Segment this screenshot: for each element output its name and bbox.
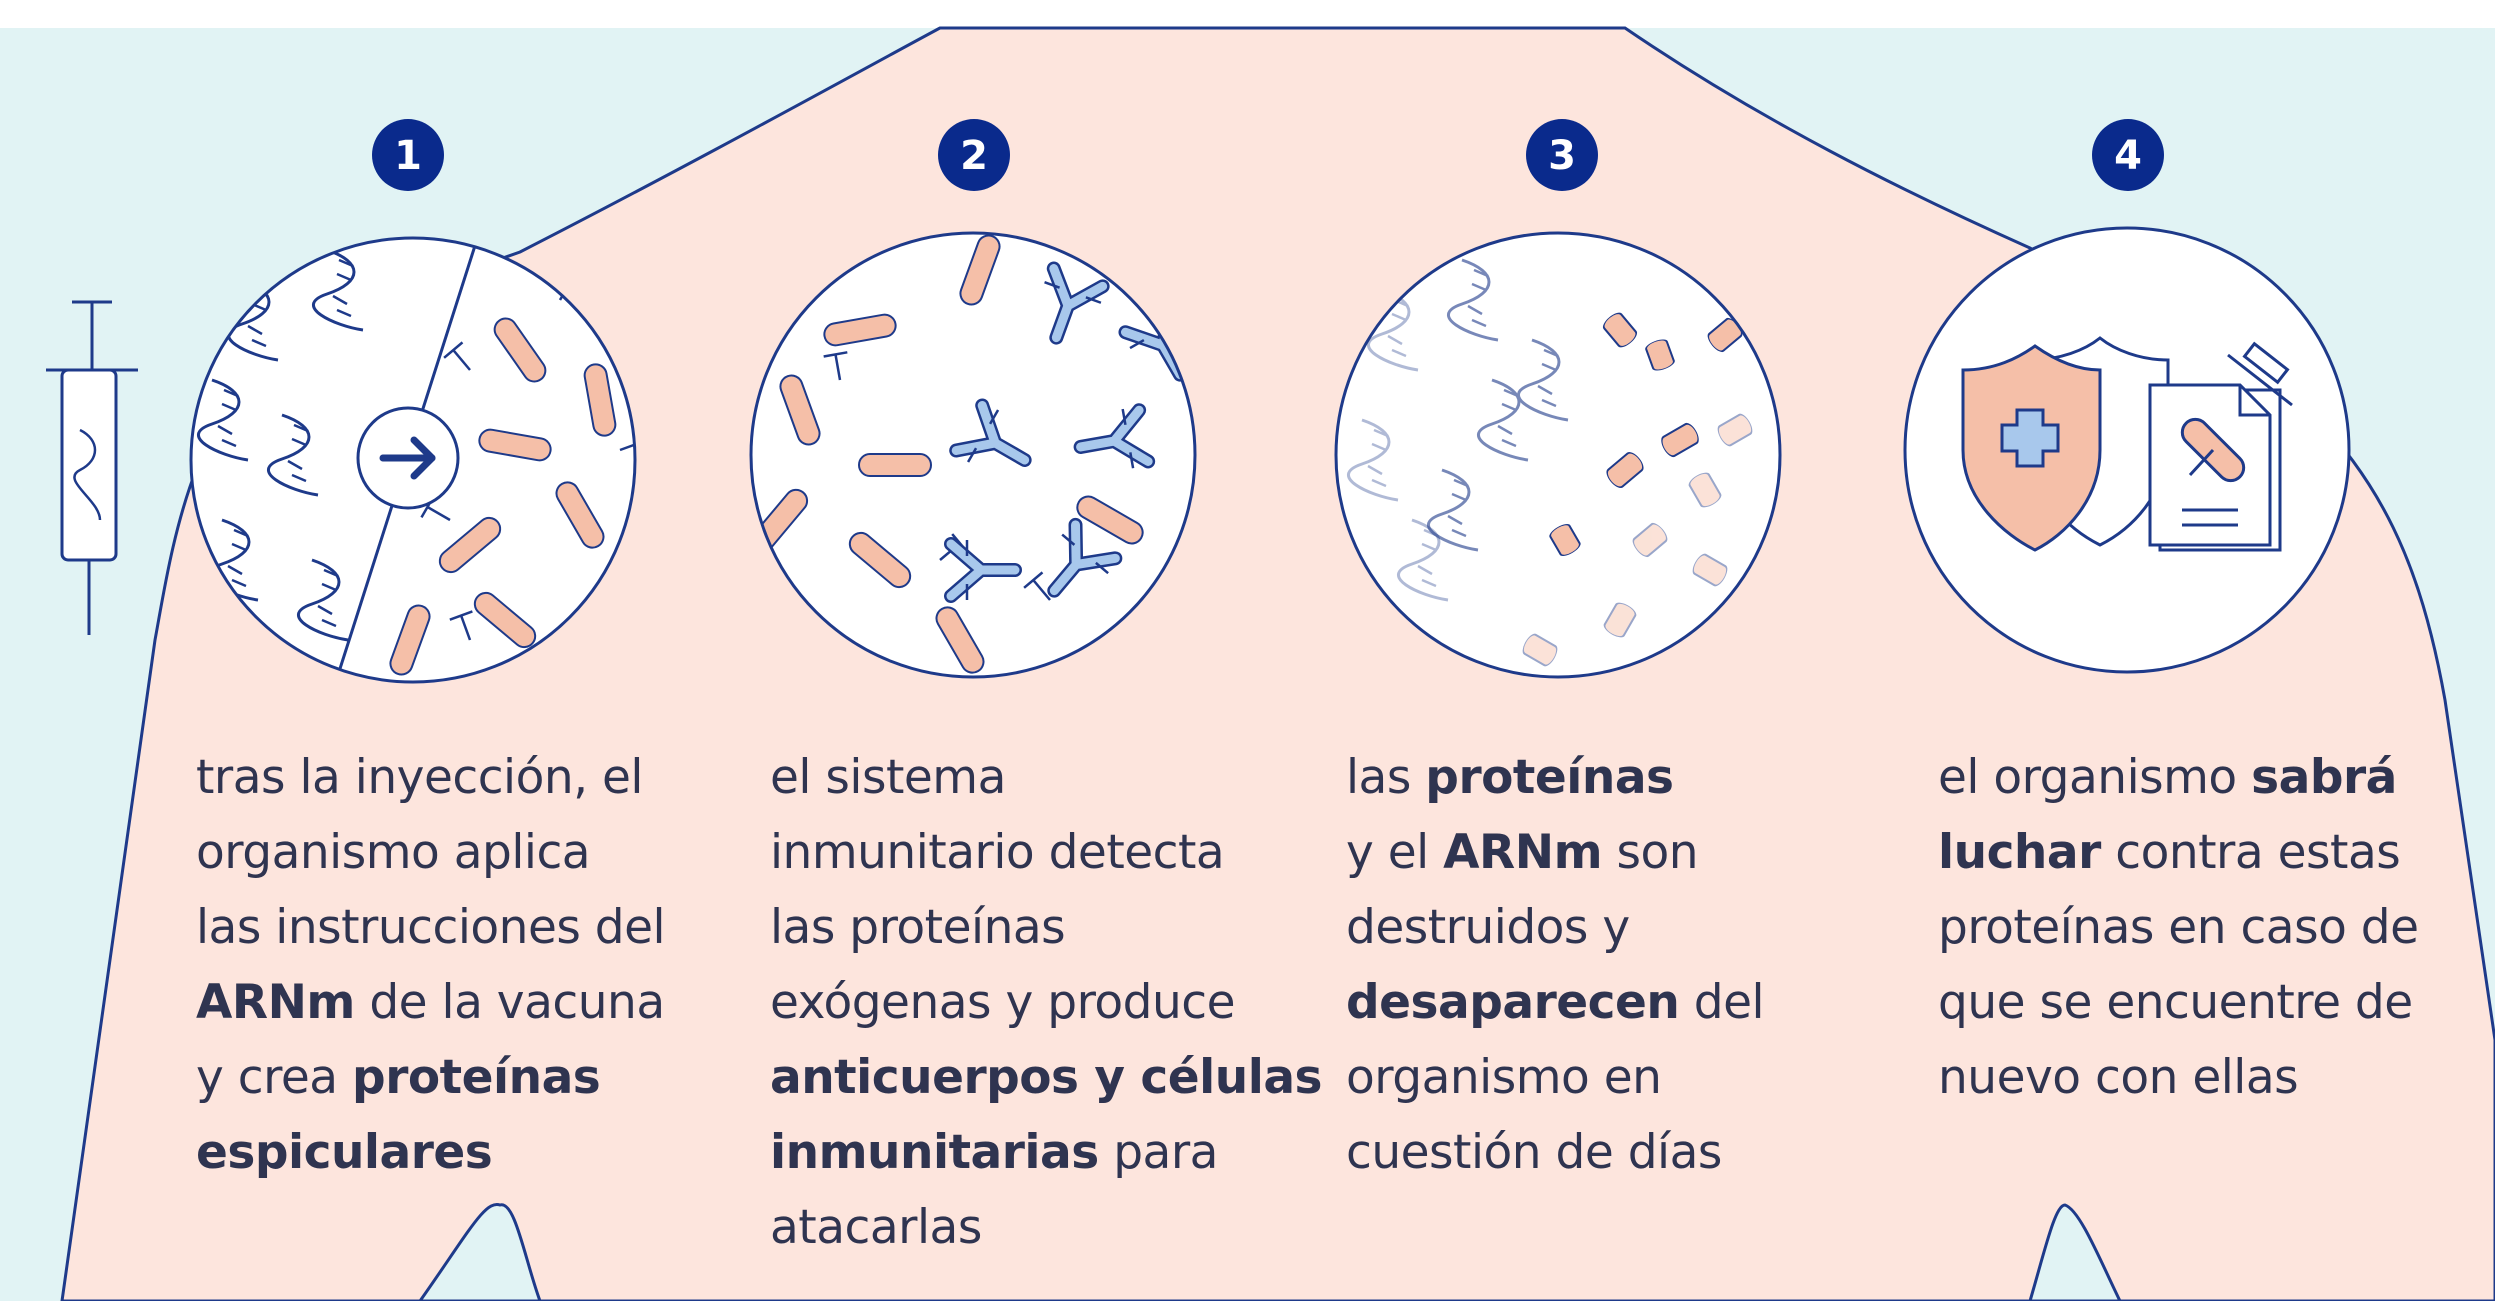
circle-step-4 <box>1903 226 2351 674</box>
shield-icon <box>1961 336 2170 552</box>
text-run: contra estas <box>2100 825 2401 880</box>
description-line: ARNm de la vacuna <box>196 965 756 1040</box>
description-line: destruidos y <box>1346 890 1906 965</box>
bold-text: sabrá <box>2251 750 2397 805</box>
description-line: el organismo sabrá <box>1938 740 2495 815</box>
svg-text:1: 1 <box>394 133 422 179</box>
step-badge-3: 3 <box>1526 119 1598 191</box>
description-line: espiculares <box>196 1115 756 1190</box>
description-line: atacarlas <box>770 1190 1330 1265</box>
description-line: inmunitario detecta <box>770 815 1330 890</box>
step-badge-1: 1 <box>372 119 444 191</box>
text-run: y el <box>1346 825 1444 880</box>
description-line: inmunitarias para <box>770 1115 1330 1190</box>
bold-text: proteínas <box>1425 750 1674 805</box>
svg-text:4: 4 <box>2114 133 2142 179</box>
description-line: proteínas en caso de <box>1938 890 2495 965</box>
text-run: las proteínas <box>770 900 1066 955</box>
text-run: son <box>1602 825 1699 880</box>
description-line: y crea proteínas <box>196 1040 756 1115</box>
bold-text: inmunitarias <box>770 1125 1099 1180</box>
svg-text:3: 3 <box>1548 133 1576 179</box>
bold-text: anticuerpos y células <box>770 1050 1323 1105</box>
text-run: proteínas en caso de <box>1938 900 2419 955</box>
bold-text: ARNm <box>1443 825 1603 880</box>
text-run: y crea <box>196 1050 353 1105</box>
text-run: el sistema <box>770 750 1006 805</box>
arm-gap-right <box>2028 1203 2122 1301</box>
text-run: nuevo con ellas <box>1938 1050 2299 1105</box>
description-line: las proteínas <box>1346 740 1906 815</box>
circle-step-3 <box>1334 231 1782 679</box>
circle-step-2 <box>749 231 1197 679</box>
circle-step-1 <box>189 236 637 684</box>
bold-text: ARNm <box>196 975 355 1030</box>
step-badge-4: 4 <box>2092 119 2164 191</box>
description-line: las instrucciones del <box>196 890 756 965</box>
bold-text: luchar <box>1938 825 2101 880</box>
arm-gap-left <box>418 1202 542 1301</box>
description-line: organismo en <box>1346 1040 1906 1115</box>
text-run: destruidos y <box>1346 900 1630 955</box>
text-run: las instrucciones del <box>196 900 666 955</box>
text-run: organismo en <box>1346 1050 1662 1105</box>
text-run: tras la inyección, el <box>196 750 644 805</box>
description-line: organismo aplica <box>196 815 756 890</box>
text-run: exógenas y produce <box>770 975 1236 1030</box>
step-badge-2: 2 <box>938 119 1010 191</box>
description-line: y el ARNm son <box>1346 815 1906 890</box>
bold-text: espiculares <box>196 1125 493 1180</box>
step-1-description: tras la inyección, el organismo aplica las… <box>196 740 756 1190</box>
arrow-right-icon <box>379 436 436 480</box>
text-run: inmunitario detecta <box>770 825 1225 880</box>
description-line: luchar contra estas <box>1938 815 2495 890</box>
text-run: el organismo <box>1938 750 2252 805</box>
svg-text:2: 2 <box>960 133 988 179</box>
description-line: el sistema <box>770 740 1330 815</box>
medical-record-icon <box>2148 341 2293 552</box>
text-run: del <box>1679 975 1765 1030</box>
bold-text: desaparecen <box>1346 975 1680 1030</box>
text-run: atacarlas <box>770 1200 982 1255</box>
syringe-small-icon <box>2227 341 2293 407</box>
text-run: para <box>1098 1125 1218 1180</box>
description-line: nuevo con ellas <box>1938 1040 2495 1115</box>
description-line: cuestión de días <box>1346 1115 1906 1190</box>
description-line: anticuerpos y células <box>770 1040 1330 1115</box>
bold-text: proteínas <box>352 1050 601 1105</box>
description-line: exógenas y produce <box>770 965 1330 1040</box>
text-run: que se encuentre de <box>1938 975 2413 1030</box>
step-2-description: el sistema inmunitario detecta las proteín… <box>770 740 1330 1265</box>
text-run: cuestión de días <box>1346 1125 1722 1180</box>
description-line: desaparecen del <box>1346 965 1906 1040</box>
description-line: que se encuentre de <box>1938 965 2495 1040</box>
text-run: organismo aplica <box>196 825 591 880</box>
syringe-icon <box>46 300 138 635</box>
description-line: las proteínas <box>770 890 1330 965</box>
description-line: tras la inyección, el <box>196 740 756 815</box>
text-run: las <box>1346 750 1426 805</box>
text-run: de la vacuna <box>354 975 665 1030</box>
